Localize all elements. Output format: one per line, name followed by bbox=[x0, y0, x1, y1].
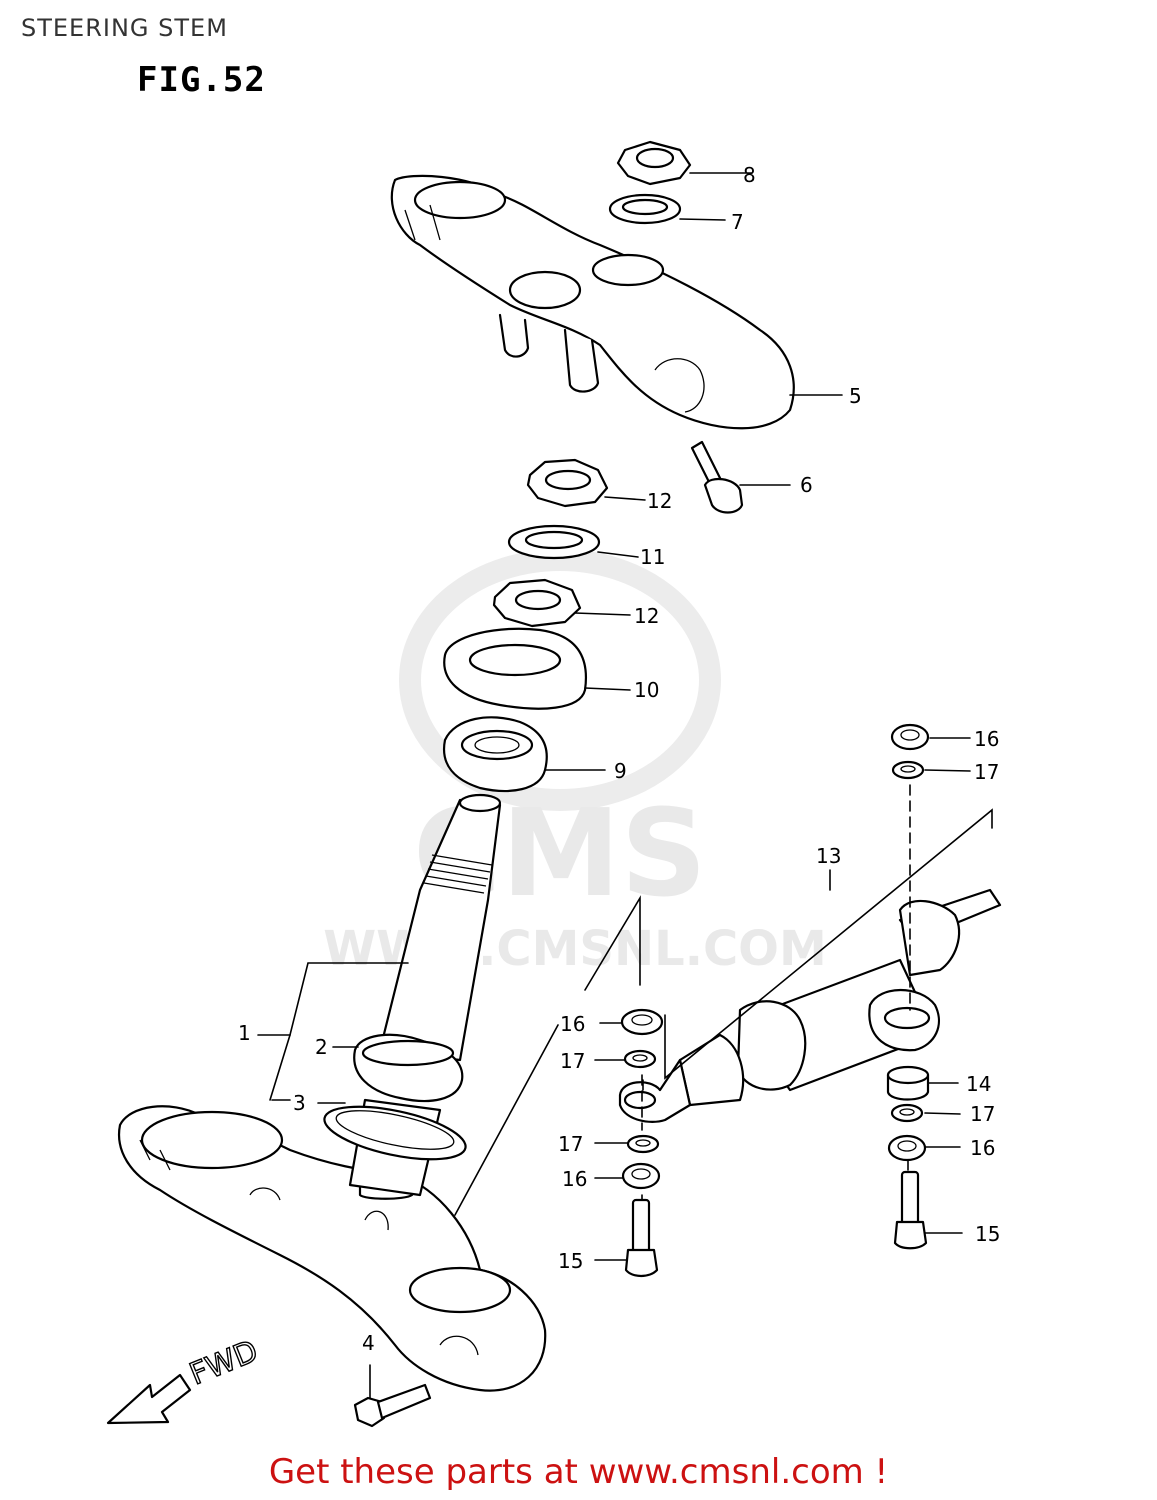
bolt-part-6[interactable] bbox=[690, 440, 744, 514]
washer-part-17-left-top[interactable] bbox=[623, 1049, 657, 1069]
lock-washer-part-11[interactable] bbox=[507, 524, 601, 560]
callout-2[interactable]: 2 bbox=[315, 1035, 328, 1059]
callout-9[interactable]: 9 bbox=[614, 759, 627, 783]
callout-4[interactable]: 4 bbox=[362, 1331, 375, 1355]
upper-bracket-part-5[interactable] bbox=[390, 174, 795, 430]
footer-banner: Get these parts at www.cmsnl.com ! bbox=[0, 1452, 1157, 1492]
page-title: STEERING STEM bbox=[21, 14, 228, 42]
bolt-part-15-left[interactable] bbox=[624, 1198, 659, 1278]
callout-5[interactable]: 5 bbox=[849, 384, 862, 408]
leader-lines bbox=[257, 172, 993, 1399]
washer-part-7[interactable] bbox=[608, 193, 682, 225]
callout-11[interactable]: 11 bbox=[640, 545, 665, 569]
ring-nut-part-12-lower[interactable] bbox=[492, 578, 582, 628]
callout-12-upper[interactable]: 12 bbox=[647, 489, 672, 513]
callout-3[interactable]: 3 bbox=[293, 1091, 306, 1115]
callout-17-left-top[interactable]: 17 bbox=[560, 1049, 585, 1073]
callout-1[interactable]: 1 bbox=[238, 1021, 251, 1045]
washer-part-17-top[interactable] bbox=[891, 760, 925, 780]
footer-link[interactable]: www.cmsnl.com bbox=[588, 1452, 864, 1492]
callout-10[interactable]: 10 bbox=[634, 678, 659, 702]
callout-12-lower[interactable]: 12 bbox=[634, 604, 659, 628]
forward-direction-indicator: FWD bbox=[106, 1333, 264, 1425]
figure-label: FIG.52 bbox=[137, 60, 266, 100]
bolt-part-15-right[interactable] bbox=[893, 1170, 928, 1250]
ring-nut-part-12-upper[interactable] bbox=[526, 458, 609, 508]
callout-14[interactable]: 14 bbox=[966, 1072, 991, 1096]
callout-6[interactable]: 6 bbox=[800, 473, 813, 497]
bearing-cover-part-10[interactable] bbox=[443, 627, 587, 710]
callout-8[interactable]: 8 bbox=[743, 163, 756, 187]
watermark-url: WWW.CMSNL.COM bbox=[323, 921, 827, 977]
callout-16-right[interactable]: 16 bbox=[970, 1136, 995, 1160]
forward-arrow-icon bbox=[106, 1373, 192, 1425]
callout-16-left-bottom[interactable]: 16 bbox=[562, 1167, 587, 1191]
footer-prefix: Get these parts at bbox=[268, 1452, 589, 1492]
washer-part-17-right[interactable] bbox=[890, 1103, 924, 1123]
bushing-part-14[interactable] bbox=[886, 1065, 930, 1101]
callout-13[interactable]: 13 bbox=[816, 844, 841, 868]
callout-15-right[interactable]: 15 bbox=[975, 1222, 1000, 1246]
washer-part-16-left-bottom[interactable] bbox=[621, 1162, 661, 1190]
watermark: CMS WWW.CMSNL.COM bbox=[323, 549, 827, 977]
fwd-label: FWD bbox=[185, 1334, 263, 1393]
callout-7[interactable]: 7 bbox=[731, 210, 744, 234]
dust-seal-part-3[interactable] bbox=[320, 1097, 470, 1170]
footer-suffix: ! bbox=[863, 1452, 889, 1492]
callout-17-top[interactable]: 17 bbox=[974, 760, 999, 784]
callout-16-left-top[interactable]: 16 bbox=[560, 1012, 585, 1036]
bolt-part-4[interactable] bbox=[353, 1383, 432, 1428]
washer-part-16-top[interactable] bbox=[890, 723, 930, 751]
washer-part-16-right[interactable] bbox=[887, 1134, 927, 1162]
nut-part-8[interactable] bbox=[616, 140, 692, 186]
callout-15-left[interactable]: 15 bbox=[558, 1249, 583, 1273]
washer-part-17-left-bottom[interactable] bbox=[626, 1134, 660, 1154]
steering-stem-part-1[interactable] bbox=[117, 793, 547, 1392]
washer-part-16-left-top[interactable] bbox=[620, 1008, 664, 1036]
callout-16-top[interactable]: 16 bbox=[974, 727, 999, 751]
callout-17-left-bottom[interactable]: 17 bbox=[558, 1132, 583, 1156]
callout-17-right[interactable]: 17 bbox=[970, 1102, 995, 1126]
